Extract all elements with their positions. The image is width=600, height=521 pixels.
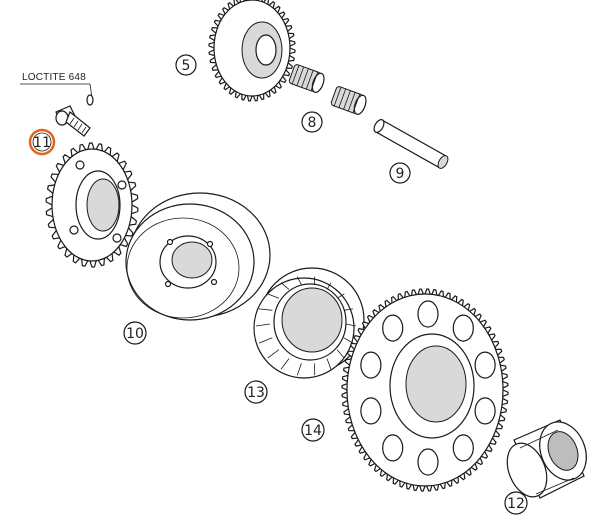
sprag-segment [326,282,332,290]
svg-text:12: 12 [507,496,525,512]
needle-bearing-pair[interactable] [288,64,368,116]
sprag-segment [343,337,354,344]
loctite-note-text: LOCTITE 648 [22,72,86,83]
callout-11: 11 [28,128,56,156]
sprag-segment [255,323,271,327]
callout-8: 8 [301,111,323,133]
sprag-segment [345,323,357,327]
needle-bushing[interactable] [500,415,595,503]
freewheel-housing[interactable] [125,192,271,321]
callout-14: 14 [301,418,325,442]
callout-13: 13 [244,380,268,404]
sprag-segment [280,358,290,370]
gear-hole [417,448,439,476]
sprag-segment [267,293,280,299]
gear-hole [452,434,474,462]
gear-hole [474,397,496,425]
svg-text:9: 9 [396,166,405,182]
gear-hole [382,434,404,462]
sprag-segment [258,308,273,311]
sprag-segment [326,358,332,370]
sprag-ring[interactable] [253,267,365,379]
gear-hole [360,351,382,379]
sprag-segment [258,337,273,344]
sprag-segment [267,349,280,359]
gear-hole [417,300,439,328]
svg-text:11: 11 [33,135,51,151]
drive-sprocket[interactable] [45,142,139,268]
svg-text:5: 5 [182,58,191,74]
sprag-segment [336,349,345,359]
gear-hole [382,314,404,342]
gear-hole [474,351,496,379]
sprag-segment [336,293,345,299]
intermediate-gear[interactable] [208,0,296,102]
gear-shaft[interactable] [372,118,450,170]
callout-12: 12 [504,491,528,515]
callout-10: 10 [123,321,147,345]
svg-text:10: 10 [126,326,144,342]
gear-hole [452,314,474,342]
callout-5: 5 [175,54,197,76]
sprag-segment [296,276,302,285]
svg-text:14: 14 [304,423,322,439]
starter-gear[interactable] [341,288,509,492]
bolt-part[interactable] [55,94,94,137]
loctite-note: LOCTITE 648 [20,72,93,99]
sprag-segment [280,282,290,290]
sprag-segment [296,363,302,376]
svg-text:8: 8 [308,115,317,131]
gear-hole [360,397,382,425]
callout-9: 9 [389,162,411,184]
svg-text:13: 13 [247,385,265,401]
sprag-segment [343,308,354,311]
